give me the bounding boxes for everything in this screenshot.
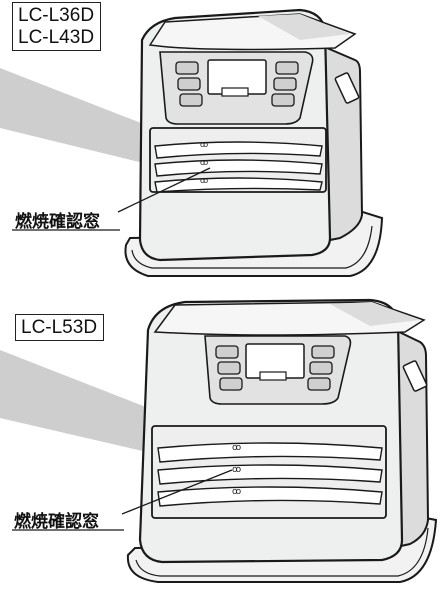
louver-marks: ꝏ ꝏ ꝏ <box>200 140 208 185</box>
model-label-bottom: LC-L53D <box>15 314 105 341</box>
combustion-window-callout-top: 燃焼確認窓 <box>15 212 100 232</box>
model-label-top: LC-L36D LC-L43D <box>12 2 102 51</box>
panel-buttons-right <box>271 61 299 107</box>
display-bar <box>221 87 249 97</box>
base-tray-rim <box>131 225 373 269</box>
lid-highlight <box>330 302 420 326</box>
panel-buttons-left <box>215 345 243 391</box>
svg-text:ꝏ: ꝏ <box>200 140 208 149</box>
heater-top: ꝏ ꝏ ꝏ <box>0 8 384 277</box>
model-name: LC-L53D <box>21 317 98 338</box>
svg-text:ꝏ: ꝏ <box>232 465 241 475</box>
window-louvers <box>154 141 323 193</box>
callout-leader <box>117 167 211 213</box>
side-handle <box>402 360 428 392</box>
svg-text:ꝏ: ꝏ <box>232 443 241 453</box>
side-handle <box>334 72 360 104</box>
callout-leader <box>121 469 233 515</box>
window-louvers <box>157 442 383 507</box>
display-bar <box>259 371 287 381</box>
combustion-window-callout-bottom: 燃焼確認窓 <box>14 512 99 532</box>
louver-marks: ꝏ ꝏ ꝏ <box>232 443 241 497</box>
lid-highlight <box>258 14 350 40</box>
svg-text:ꝏ: ꝏ <box>232 487 241 497</box>
panel-buttons-left <box>175 61 203 107</box>
model-name: LC-L36D <box>18 5 95 26</box>
panel-buttons-right <box>307 345 335 391</box>
base-tray-rim <box>135 527 429 577</box>
svg-text:ꝏ: ꝏ <box>200 176 208 185</box>
heater-bottom: ꝏ ꝏ ꝏ <box>0 298 438 583</box>
svg-text:ꝏ: ꝏ <box>200 158 208 167</box>
model-name: LC-L43D <box>18 27 95 48</box>
